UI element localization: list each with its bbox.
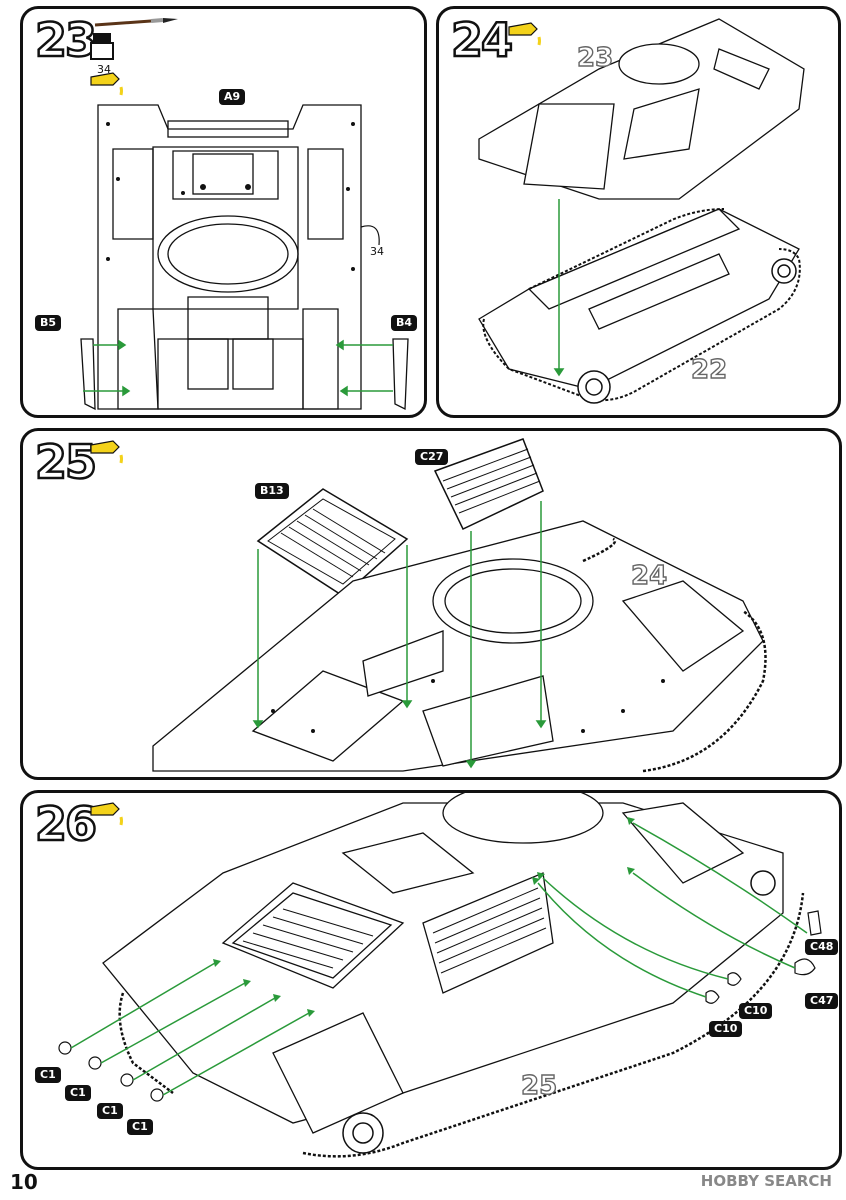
part-tag-c27: C27 bbox=[415, 449, 449, 466]
grille-b13 bbox=[256, 488, 409, 597]
part-tag-c10: C10 bbox=[709, 1021, 743, 1038]
part-tag-b5: B5 bbox=[35, 315, 62, 332]
glue-tube-icon bbox=[90, 440, 123, 464]
step-number: 23 bbox=[34, 13, 99, 67]
glue-tube-icon bbox=[508, 22, 541, 46]
assembly-label-24: 24 bbox=[630, 560, 668, 591]
paint-jar-icon bbox=[90, 33, 114, 60]
assembly-label-23: 23 bbox=[576, 42, 614, 73]
part-tag-c47: C47 bbox=[805, 993, 839, 1010]
step-26-panel: 26 bbox=[20, 790, 842, 1170]
step-24-artwork bbox=[478, 18, 805, 404]
step-26-artwork bbox=[58, 793, 822, 1158]
paint-code-label: 34 bbox=[97, 63, 111, 76]
part-tag-c1: C1 bbox=[65, 1085, 91, 1102]
part-tag-c1: C1 bbox=[97, 1103, 123, 1120]
glue-tube-icon bbox=[90, 802, 123, 826]
part-tag-c10: C10 bbox=[739, 1003, 773, 1020]
assembly-label-25: 25 bbox=[520, 1070, 558, 1101]
step-25-artwork bbox=[90, 438, 767, 773]
callout-number: 34 bbox=[370, 245, 384, 258]
part-tag-c1: C1 bbox=[127, 1119, 153, 1136]
part-tag-c1: C1 bbox=[35, 1067, 61, 1084]
part-tag-b4: B4 bbox=[391, 315, 418, 332]
glue-tube-icon bbox=[90, 72, 123, 96]
step-23-panel: 23 bbox=[20, 6, 427, 418]
part-tag-a9: A9 bbox=[219, 89, 246, 106]
step-24-panel: 24 23 bbox=[436, 6, 841, 418]
step-25-panel: 25 bbox=[20, 428, 842, 780]
step-number: 24 bbox=[450, 13, 515, 67]
part-tag-c48: C48 bbox=[805, 939, 839, 956]
step-23-artwork bbox=[80, 18, 409, 411]
step-number: 26 bbox=[34, 797, 99, 851]
paintbrush-icon bbox=[94, 18, 178, 27]
part-tag-b13: B13 bbox=[255, 483, 289, 500]
grille-c27 bbox=[433, 438, 544, 530]
page-number: 10 bbox=[10, 1170, 38, 1194]
watermark: HOBBY SEARCH bbox=[700, 1172, 832, 1190]
step-number: 25 bbox=[34, 435, 99, 489]
assembly-label-22: 22 bbox=[690, 354, 728, 385]
